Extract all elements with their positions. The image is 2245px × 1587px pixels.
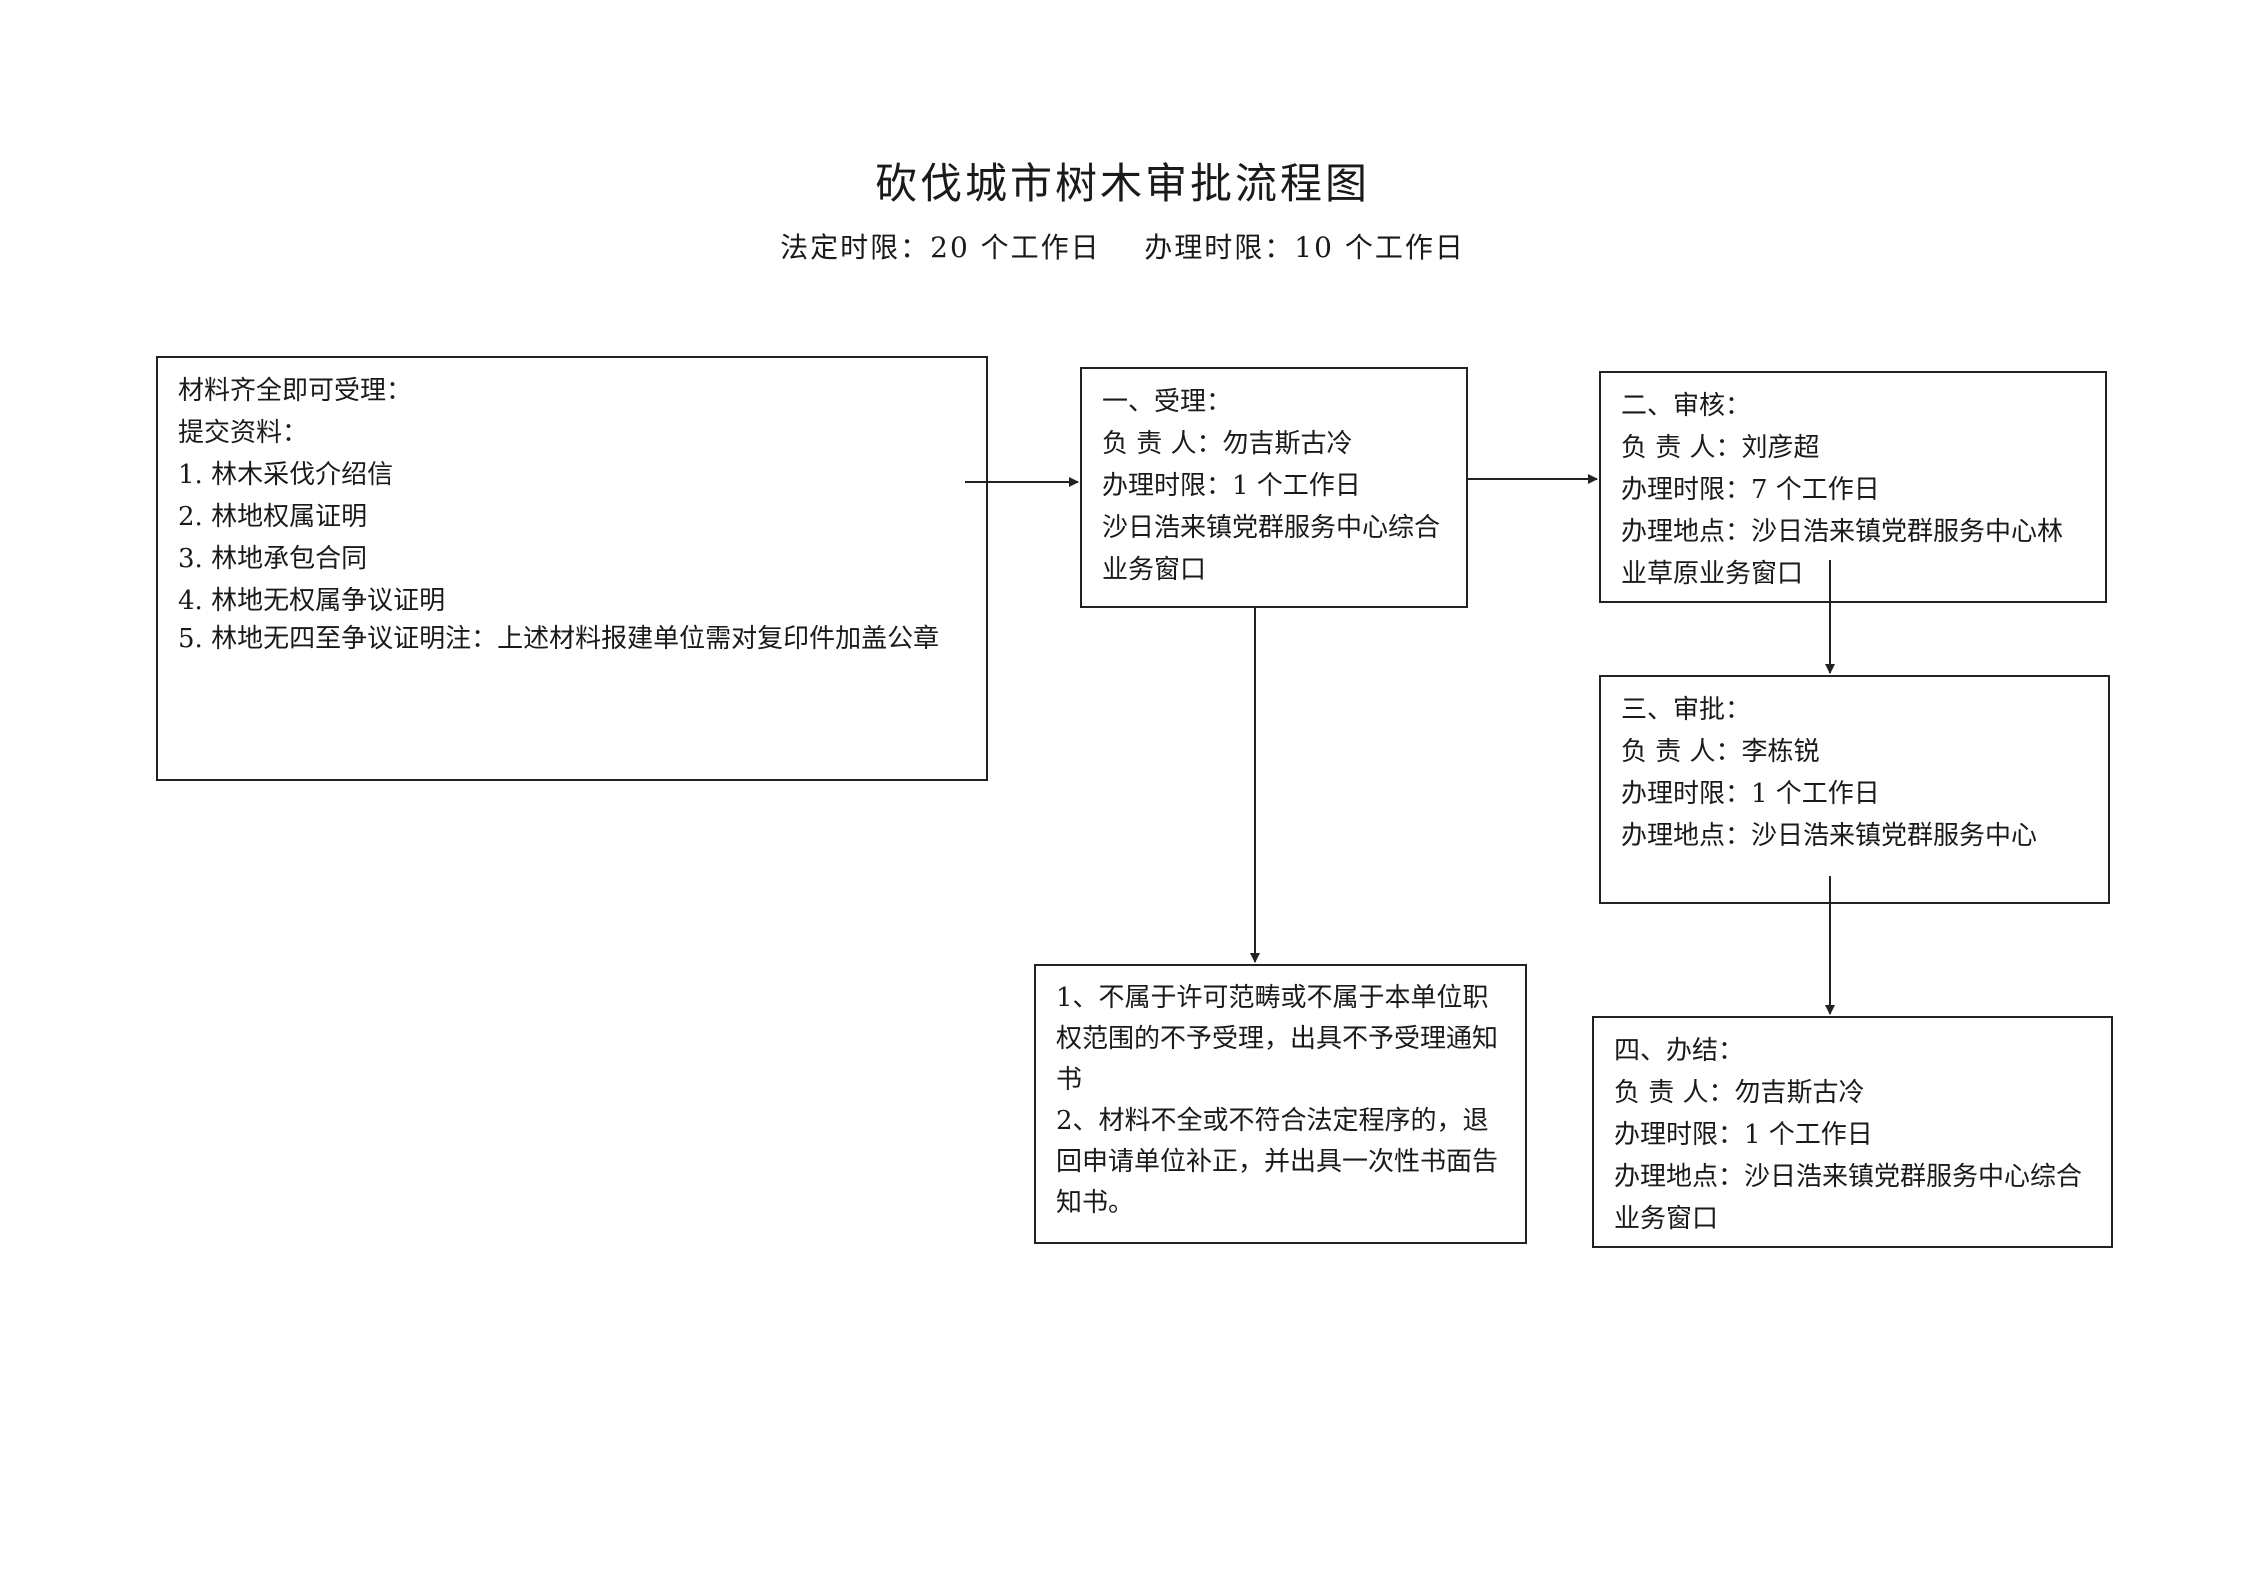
step-time: 办理时限：1 个工作日	[1102, 471, 1361, 501]
step-person: 负 责 人：勿吉斯古冷	[1102, 429, 1353, 459]
step-place: 沙日浩来镇党群服务中心综合业务窗口	[1102, 513, 1441, 585]
materials-item: 5. 林地无四至争议证明注：上述材料报建单位需对复印件加盖公章	[178, 624, 940, 654]
page-title: 砍伐城市树木审批流程图	[874, 159, 1370, 208]
step-place: 办理地点：沙日浩来镇党群服务中心林业草原业务窗口	[1621, 517, 2064, 589]
materials-item: 4. 林地无权属争议证明	[178, 586, 446, 616]
step-accept-box: 一、受理： 负 责 人：勿吉斯古冷 办理时限：1 个工作日 沙日浩来镇党群服务中…	[1080, 367, 1468, 608]
notice-item: 1、不属于许可范畴或不属于本单位职权范围的不予受理，出具不予受理通知书	[1056, 983, 1499, 1095]
step-place: 办理地点：沙日浩来镇党群服务中心综合业务窗口	[1614, 1162, 2083, 1234]
step-person: 负 责 人：李栋锐	[1621, 737, 1820, 767]
step-approve-box: 三、审批： 负 责 人：李栋锐 办理时限：1 个工作日 办理地点：沙日浩来镇党群…	[1599, 675, 2110, 904]
page-subtitle: 法定时限：20 个工作日 办理时限：10 个工作日	[780, 231, 1465, 264]
step-heading: 三、审批：	[1621, 695, 1752, 725]
materials-item: 3. 林地承包合同	[178, 544, 368, 574]
materials-intro: 材料齐全即可受理：	[178, 376, 413, 406]
step-time: 办理时限：1 个工作日	[1614, 1120, 1873, 1150]
step-time: 办理时限：1 个工作日	[1621, 779, 1880, 809]
step-heading: 四、办结：	[1614, 1036, 1745, 1066]
step-person: 负 责 人：刘彦超	[1621, 433, 1820, 463]
materials-item: 2. 林地权属证明	[178, 502, 368, 532]
step-complete-box: 四、办结： 负 责 人：勿吉斯古冷 办理时限：1 个工作日 办理地点：沙日浩来镇…	[1592, 1016, 2113, 1248]
step-heading: 二、审核：	[1621, 391, 1752, 421]
notice-item: 2、材料不全或不符合法定程序的，退回申请单位补正，并出具一次性书面告知书。	[1056, 1106, 1499, 1218]
materials-item: 1. 林木采伐介绍信	[178, 460, 394, 490]
step-time: 办理时限：7 个工作日	[1621, 475, 1880, 505]
materials-label: 提交资料：	[178, 418, 309, 448]
materials-box: 材料齐全即可受理： 提交资料： 1. 林木采伐介绍信 2. 林地权属证明 3. …	[156, 356, 988, 781]
step-review-box: 二、审核： 负 责 人：刘彦超 办理时限：7 个工作日 办理地点：沙日浩来镇党群…	[1599, 371, 2107, 603]
rejection-notice-box: 1、不属于许可范畴或不属于本单位职权范围的不予受理，出具不予受理通知书 2、材料…	[1034, 964, 1527, 1244]
step-heading: 一、受理：	[1102, 387, 1233, 417]
step-person: 负 责 人：勿吉斯古冷	[1614, 1078, 1865, 1108]
step-place: 办理地点：沙日浩来镇党群服务中心	[1621, 821, 2038, 851]
